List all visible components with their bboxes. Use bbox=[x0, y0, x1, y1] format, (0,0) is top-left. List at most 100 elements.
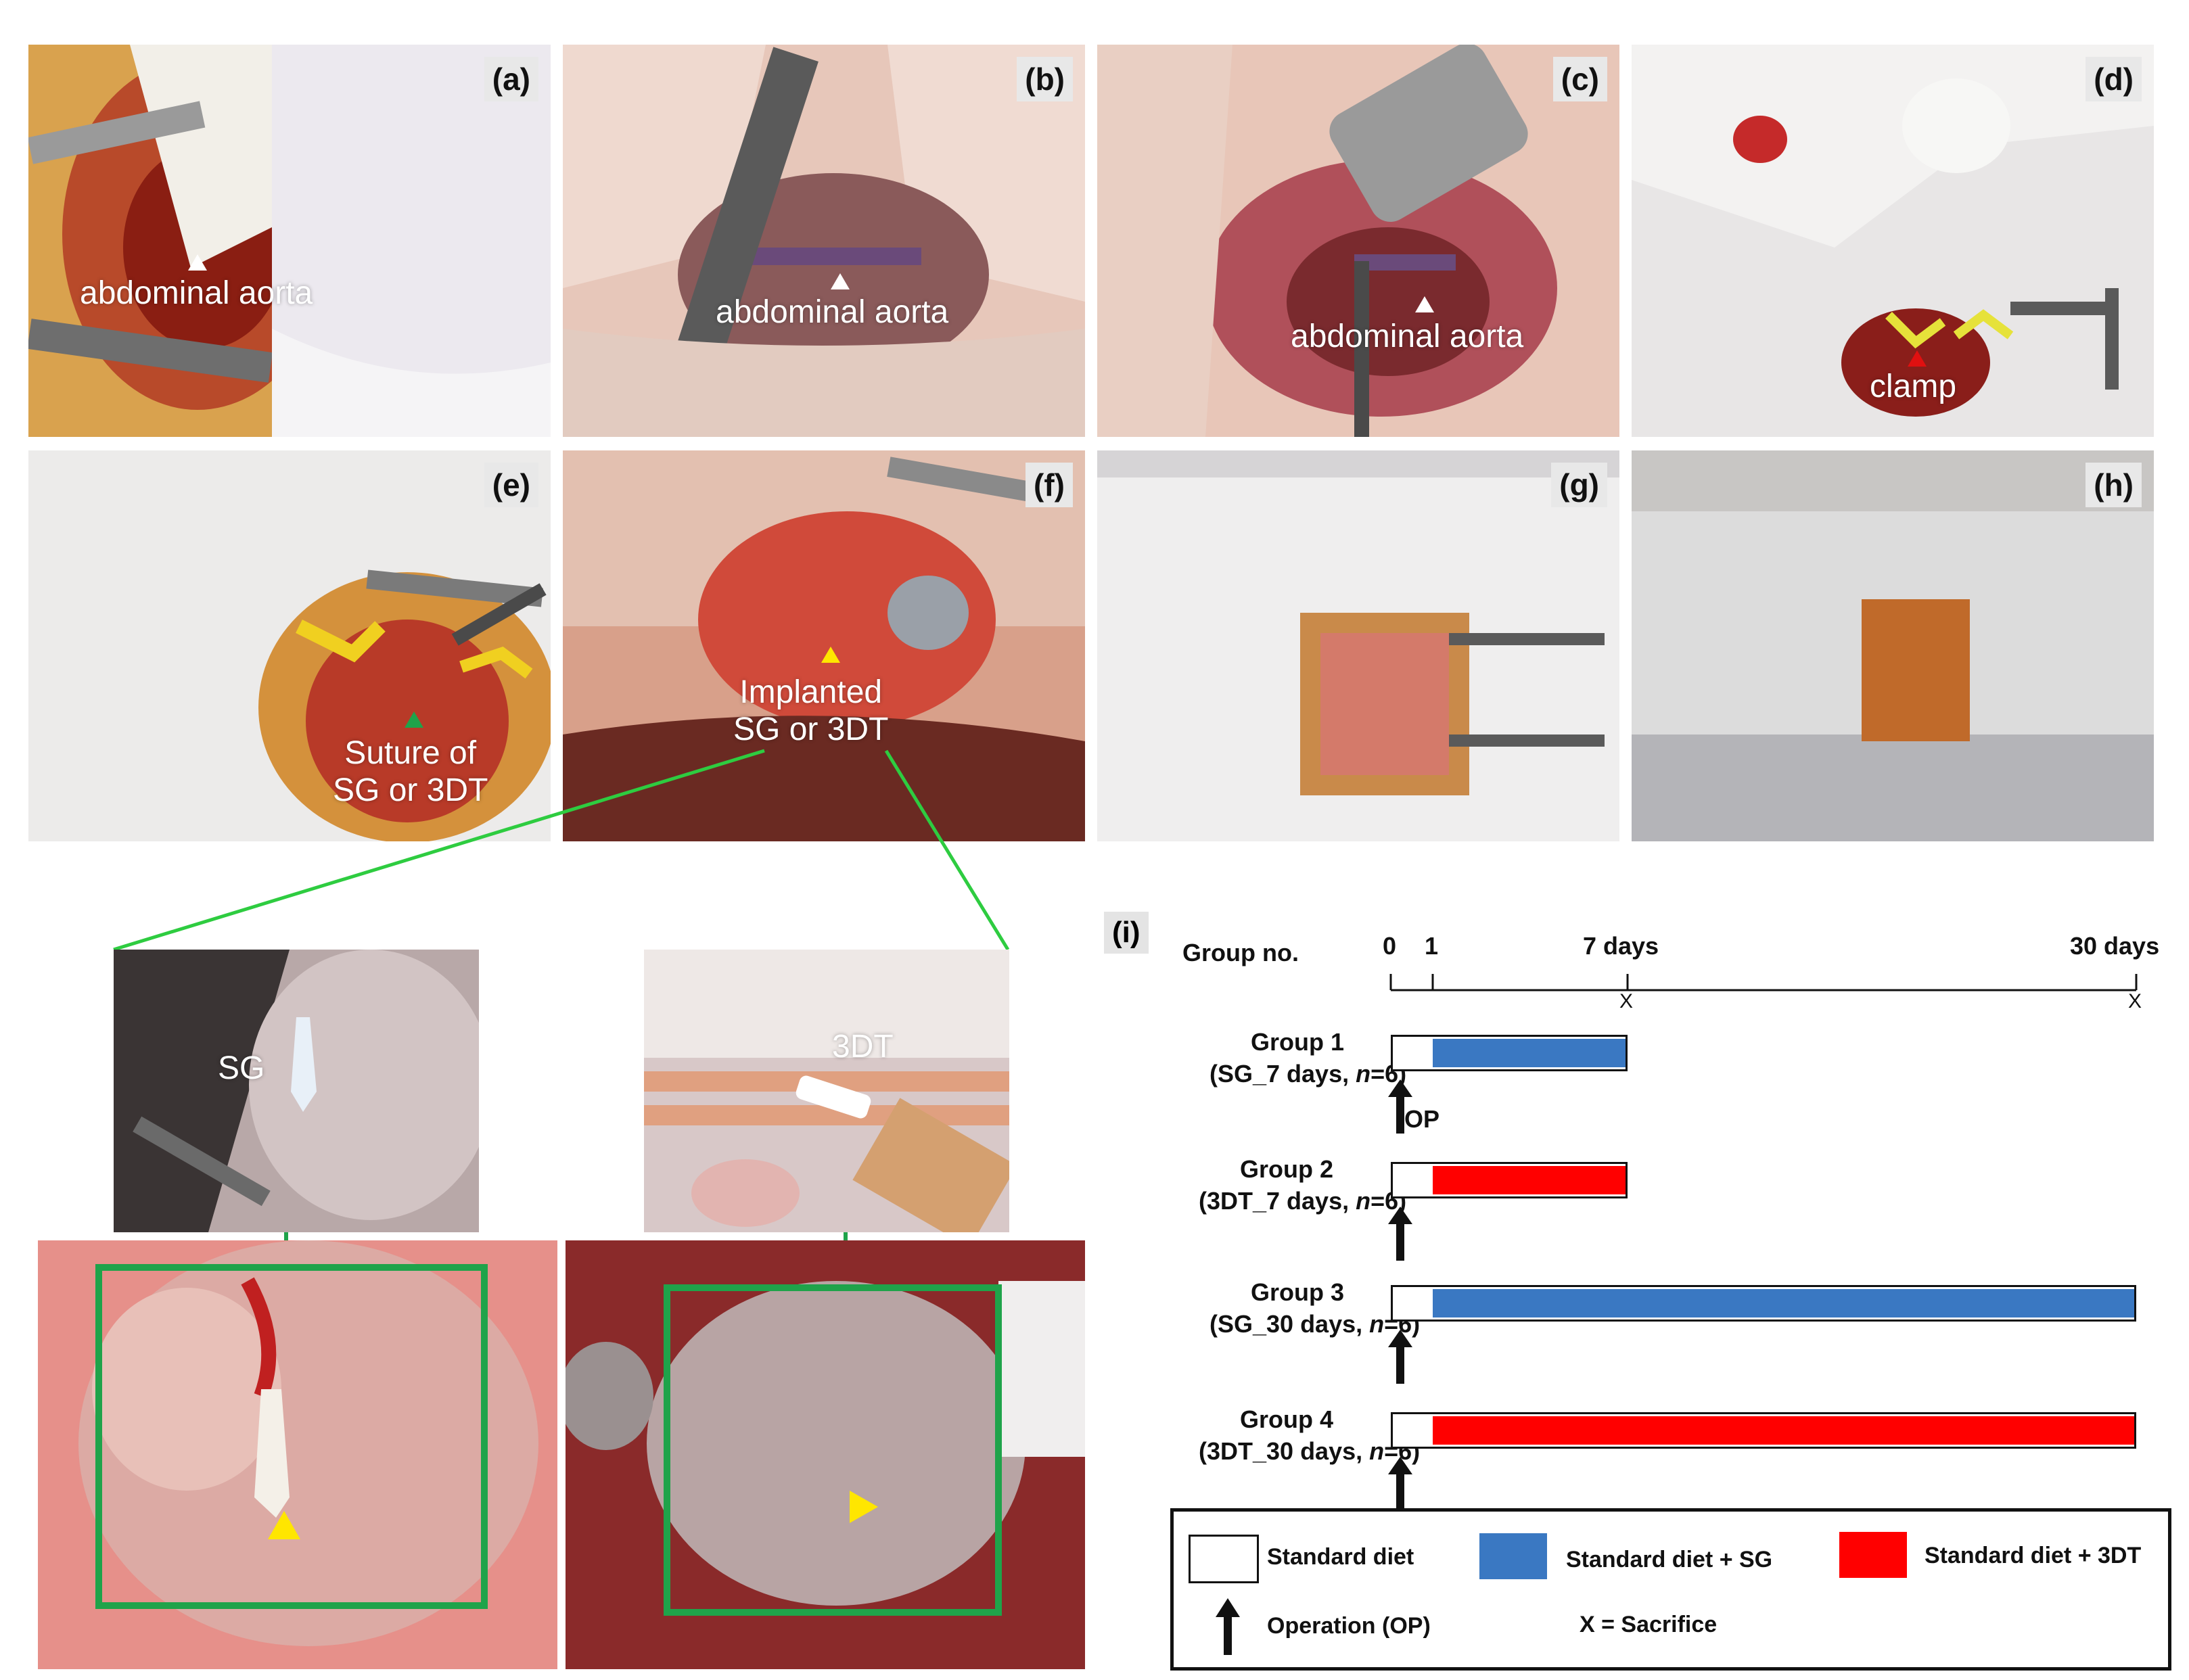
surgical-photo-c bbox=[1097, 45, 1619, 437]
timeline-axis bbox=[1389, 974, 2138, 991]
legend-arrow-icon bbox=[1216, 1598, 1240, 1655]
dt-magnified-image bbox=[566, 1240, 1085, 1669]
aorta-marker-icon bbox=[831, 273, 850, 289]
sg-magnified-image bbox=[38, 1240, 557, 1669]
tick-label-1: 1 bbox=[1425, 932, 1439, 960]
legend-operation-label: Operation (OP) bbox=[1267, 1613, 1431, 1639]
group-n-symbol: n bbox=[1369, 1309, 1385, 1338]
panel-e-photo: (e) Suture of SG or 3DT bbox=[28, 450, 551, 841]
group-subtitle: (SG_7 days, n=6) bbox=[1209, 1058, 1406, 1090]
dt-position-marker-icon bbox=[850, 1491, 878, 1523]
group-2-timeline-bar bbox=[1391, 1162, 1628, 1198]
implant-annotation: Implanted SG or 3DT bbox=[733, 674, 889, 748]
tick-label-30-days: 30 days bbox=[2070, 932, 2160, 960]
panel-d-photo: (d) clamp bbox=[1632, 45, 2154, 437]
group-n-symbol: n bbox=[1356, 1059, 1371, 1088]
sg-closeup-photo: SG bbox=[114, 950, 479, 1232]
panel-c-photo: (c) abdominal aorta bbox=[1097, 45, 1619, 437]
sacrifice-marker-30: X bbox=[2128, 990, 2142, 1012]
sg-closeup-image bbox=[114, 950, 479, 1232]
surgical-photo-f bbox=[563, 450, 1085, 841]
legend-standard-swatch bbox=[1189, 1535, 1259, 1583]
panel-h-photo: (h) bbox=[1632, 450, 2154, 841]
operation-arrow-icon bbox=[1388, 1330, 1412, 1384]
group-subtitle-prefix: (SG_30 days, bbox=[1209, 1309, 1370, 1338]
dt-closeup-image bbox=[644, 950, 1009, 1232]
legend-sg-swatch bbox=[1479, 1533, 1547, 1579]
clamp-annotation: clamp bbox=[1870, 369, 1957, 404]
group-label-3: Group 3 (SG_30 days, n=6) bbox=[1209, 1277, 1420, 1340]
panel-label-b: (b) bbox=[1017, 57, 1073, 101]
group-subtitle-prefix: (3DT_30 days, bbox=[1199, 1437, 1370, 1465]
group-4-diet-fill bbox=[1433, 1416, 2134, 1445]
schema-label: (i) bbox=[1104, 912, 1149, 954]
group-3-timeline-bar bbox=[1391, 1285, 2136, 1322]
op-label: OP bbox=[1404, 1105, 1440, 1133]
dt-annotation: 3DT bbox=[832, 1029, 894, 1065]
legend-sacrifice-label: X = Sacrifice bbox=[1580, 1612, 1718, 1637]
sg-position-marker-icon bbox=[268, 1511, 300, 1539]
aorta-annotation-c: abdominal aorta bbox=[1291, 319, 1524, 354]
dt-closeup-photo: 3DT bbox=[644, 950, 1009, 1232]
suture-marker-icon bbox=[405, 711, 423, 728]
panel-label-e: (e) bbox=[484, 463, 538, 507]
study-schema: (i) Group no. 0 1 7 days 30 days X X Gro… bbox=[1096, 906, 2178, 1677]
aorta-annotation-a: abdominal aorta bbox=[80, 275, 313, 311]
group-1-diet-fill bbox=[1433, 1039, 1626, 1067]
group-n-symbol: n bbox=[1369, 1437, 1385, 1465]
group-3-diet-fill bbox=[1433, 1289, 2134, 1317]
panel-f-photo: (f) Implanted SG or 3DT bbox=[563, 450, 1085, 841]
group-title: Group 1 bbox=[1250, 1028, 1344, 1056]
panel-g-photo: (g) bbox=[1097, 450, 1619, 841]
panel-label-h: (h) bbox=[2086, 463, 2142, 507]
legend-3dt-label: Standard diet + 3DT bbox=[1925, 1543, 2142, 1568]
legend-sg-label: Standard diet + SG bbox=[1566, 1547, 1773, 1572]
panel-a-photo: (a) abdominal aorta bbox=[28, 45, 551, 437]
implant-marker-icon bbox=[821, 647, 840, 663]
group-subtitle: (SG_30 days, n=6) bbox=[1209, 1309, 1420, 1340]
operation-arrow-icon bbox=[1388, 1079, 1412, 1134]
panel-b-photo: (b) abdominal aorta bbox=[563, 45, 1085, 437]
sg-annotation: SG bbox=[218, 1050, 265, 1086]
panel-label-c: (c) bbox=[1552, 57, 1607, 101]
surgical-photo-b bbox=[563, 45, 1085, 437]
legend-3dt-swatch bbox=[1839, 1532, 1907, 1578]
panel-label-g: (g) bbox=[1551, 463, 1607, 507]
sacrifice-marker-7: X bbox=[1619, 990, 1634, 1012]
group-subtitle-prefix: (3DT_7 days, bbox=[1199, 1186, 1356, 1215]
tick-label-0: 0 bbox=[1383, 932, 1397, 960]
aorta-annotation-b: abdominal aorta bbox=[716, 294, 949, 330]
operation-arrow-icon bbox=[1388, 1207, 1412, 1261]
surgical-photo-h bbox=[1632, 450, 2154, 841]
dt-magnified-photo bbox=[566, 1240, 1085, 1669]
group-1-timeline-bar bbox=[1391, 1035, 1628, 1071]
group-subtitle: (3DT_7 days, n=6) bbox=[1199, 1186, 1406, 1217]
panel-label-f: (f) bbox=[1026, 463, 1073, 507]
group-4-timeline-bar bbox=[1391, 1412, 2136, 1449]
group-title: Group 4 bbox=[1239, 1405, 1333, 1433]
group-label-1: Group 1(SG_7 days, n=6) bbox=[1209, 1027, 1406, 1090]
legend-standard-label: Standard diet bbox=[1267, 1544, 1414, 1570]
operation-arrow-icon bbox=[1388, 1457, 1412, 1511]
aorta-marker-icon bbox=[188, 254, 207, 271]
group-label-4: Group 4 (3DT_30 days, n=6) bbox=[1199, 1404, 1420, 1468]
aorta-marker-icon bbox=[1415, 296, 1434, 312]
group-label-2: Group 2 (3DT_7 days, n=6) bbox=[1199, 1154, 1406, 1217]
suture-annotation: Suture of SG or 3DT bbox=[333, 735, 488, 809]
group-2-diet-fill bbox=[1433, 1166, 1626, 1194]
panel-label-a: (a) bbox=[484, 57, 538, 101]
group-title: Group 3 bbox=[1250, 1278, 1344, 1306]
surgical-photo-a bbox=[28, 45, 551, 437]
group-subtitle-prefix: (SG_7 days, bbox=[1209, 1059, 1356, 1088]
group-n-symbol: n bbox=[1356, 1186, 1371, 1215]
group-title: Group 2 bbox=[1239, 1155, 1333, 1183]
surgical-photo-d bbox=[1632, 45, 2154, 437]
clamp-marker-icon bbox=[1908, 350, 1927, 367]
tick-label-7-days: 7 days bbox=[1583, 932, 1659, 960]
panel-label-d: (d) bbox=[2086, 57, 2142, 101]
legend-box: Standard diet Standard diet + SG Standar… bbox=[1170, 1508, 2171, 1671]
surgical-photo-g bbox=[1097, 450, 1619, 841]
sg-magnified-photo bbox=[38, 1240, 557, 1669]
group-no-header: Group no. bbox=[1182, 939, 1299, 966]
group-subtitle: (3DT_30 days, n=6) bbox=[1199, 1436, 1420, 1468]
